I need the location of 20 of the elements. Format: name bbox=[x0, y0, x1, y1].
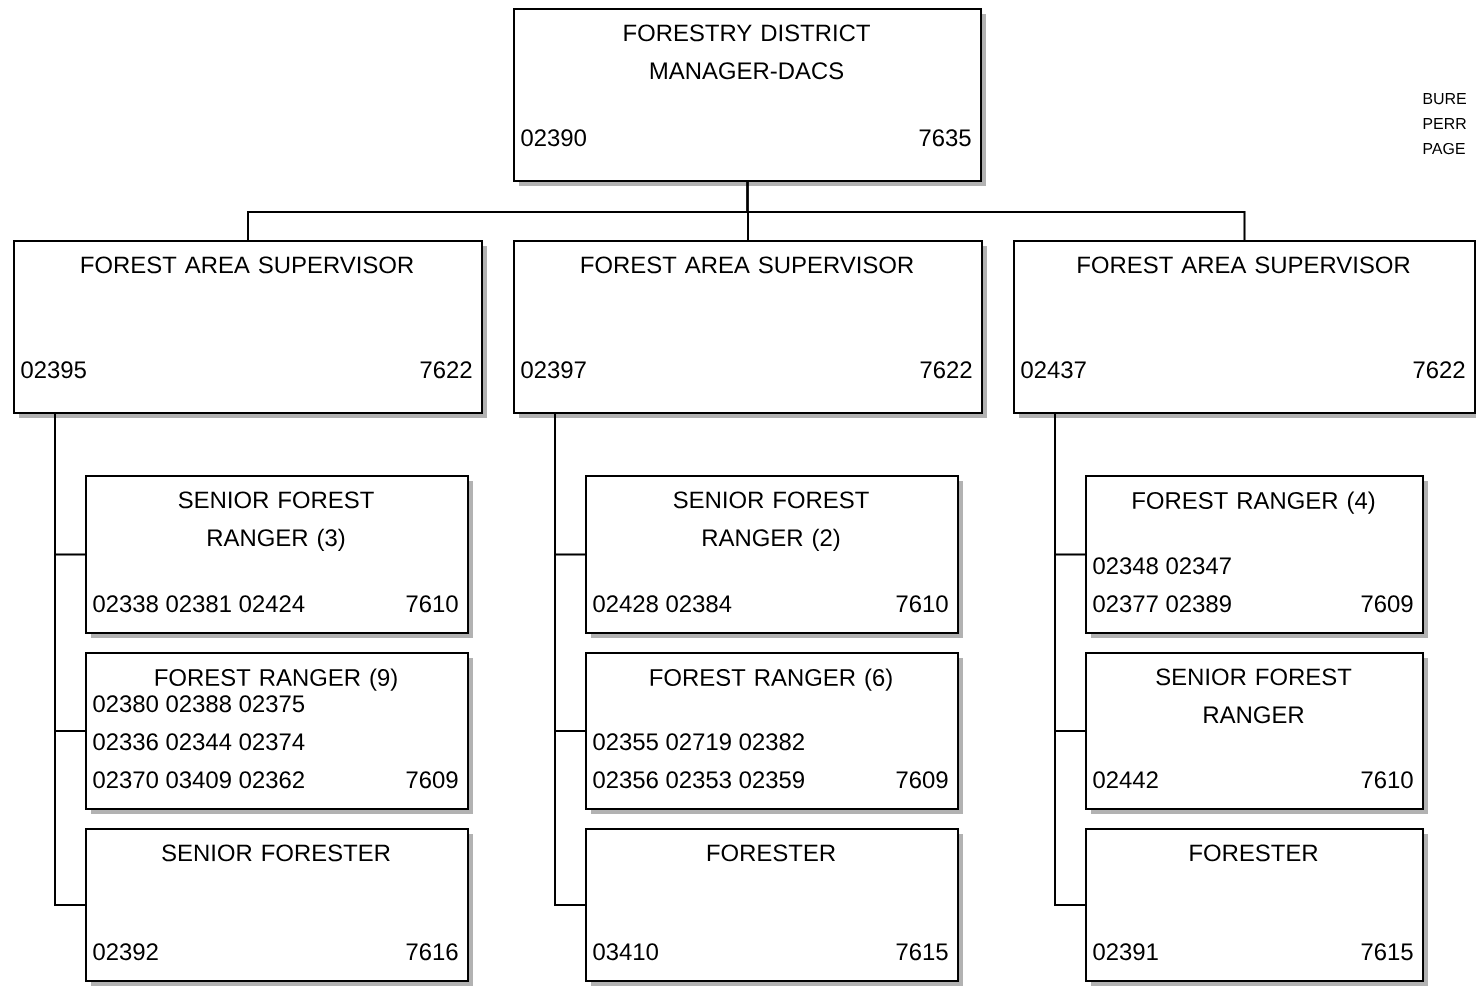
connector-line bbox=[1054, 413, 1086, 906]
position-box: FORESTRY DISTRICT MANAGER-DACS 02390 7635 bbox=[513, 8, 986, 186]
position-box: FOREST AREA SUPERVISOR 02437 7622 bbox=[1013, 240, 1476, 418]
position-box: FORESTER 03410 7615 bbox=[585, 828, 963, 986]
position-box: FOREST RANGER (9) 02380 02388 02375 02336 02344 02374 02370 03409 02362 7609 bbox=[85, 652, 473, 814]
position-box: FOREST RANGER (6) 02355 02719 02382 02356 02353 02359 7609 bbox=[585, 652, 963, 814]
position-box: SENIOR FOREST RANGER (2) 02428 02384 7610 bbox=[585, 475, 963, 638]
position-box: SENIOR FOREST RANGER (3) 02338 02381 02424 7610 bbox=[85, 475, 473, 638]
position-box: FOREST AREA SUPERVISOR 02395 7622 bbox=[13, 240, 487, 418]
side-note: BURE bbox=[1423, 93, 1466, 105]
side-note: PAGE bbox=[1423, 142, 1465, 155]
position-box: FOREST AREA SUPERVISOR 02397 7622 bbox=[513, 240, 987, 418]
position-box: SENIOR FOREST RANGER 02442 7610 bbox=[1085, 652, 1428, 814]
position-box: SENIOR FORESTER 02392 7616 bbox=[85, 828, 473, 986]
connector-line bbox=[54, 413, 86, 906]
side-note: PERR bbox=[1423, 118, 1466, 129]
connector-line bbox=[554, 413, 586, 906]
position-box: FOREST RANGER (4) 02348 02347 02377 02389 7609 bbox=[1085, 475, 1428, 638]
position-box: FORESTER 02391 7615 bbox=[1085, 828, 1428, 986]
connector-line bbox=[746, 181, 1246, 241]
